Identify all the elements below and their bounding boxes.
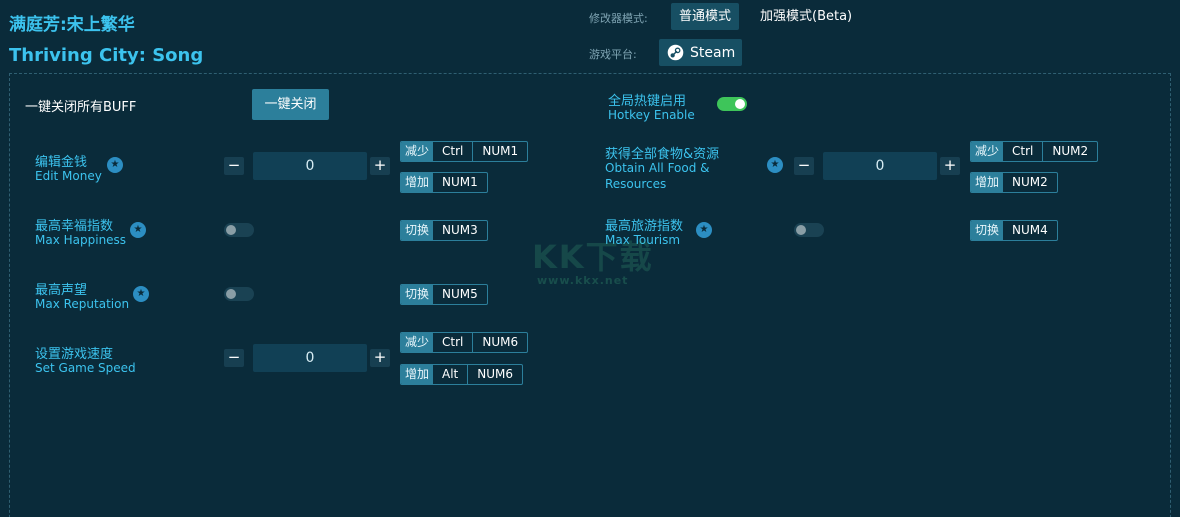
star-icon: ★ (767, 157, 783, 173)
watermark-logo: KK下载 (532, 238, 654, 276)
money-decrease-button[interactable]: − (224, 157, 244, 175)
game-speed-label-cn: 设置游戏速度 (35, 347, 114, 362)
hotkey-key: Alt (442, 367, 459, 381)
food-label-cn: 获得全部食物&资源 (605, 147, 720, 162)
enhanced-mode-button[interactable]: 加强模式(Beta) (760, 9, 853, 24)
hotkey-key: NUM1 (472, 142, 527, 161)
speed-decrease-hotkey[interactable]: 减少 Ctrl NUM6 (400, 332, 529, 353)
hotkey-key: Ctrl (442, 144, 464, 158)
disable-all-label: 一键关闭所有BUFF (25, 100, 137, 115)
speed-decrease-button[interactable]: − (224, 349, 244, 367)
max-happiness-toggle[interactable] (224, 223, 254, 237)
star-icon: ★ (107, 157, 123, 173)
speed-increase-button[interactable]: + (370, 349, 390, 367)
toggle-knob (735, 99, 745, 109)
food-label-en-1: Obtain All Food & (605, 161, 710, 175)
edit-money-label-en: Edit Money (35, 169, 102, 183)
normal-mode-button[interactable]: 普通模式 (671, 3, 740, 30)
hotkey-enable-toggle[interactable] (717, 97, 747, 111)
max-reputation-hotkey[interactable]: 切换 NUM5 (400, 284, 488, 305)
hotkey-tag: 切换 (401, 221, 434, 240)
max-happiness-label-en: Max Happiness (35, 233, 127, 247)
steam-platform-button[interactable]: Steam (659, 39, 742, 66)
game-speed-label-en: Set Game Speed (35, 361, 136, 375)
star-icon: ★ (130, 222, 146, 238)
cheat-panel (9, 73, 1171, 517)
max-tourism-label-en: Max Tourism (605, 233, 681, 247)
hotkey-tag: 减少 (971, 142, 1004, 161)
food-label-en-2: Resources (605, 177, 667, 191)
hotkey-key: NUM3 (442, 223, 478, 237)
max-reputation-label-en: Max Reputation (35, 297, 130, 311)
max-happiness-label-cn: 最高幸福指数 (35, 219, 114, 234)
food-decrease-hotkey[interactable]: 减少 Ctrl NUM2 (970, 141, 1099, 162)
hotkey-key: Ctrl (442, 335, 464, 349)
app-title-cn: 满庭芳:宋上繁华 (9, 15, 135, 35)
toggle-knob (226, 225, 236, 235)
hotkey-tag: 切换 (401, 285, 434, 304)
money-decrease-hotkey[interactable]: 减少 Ctrl NUM1 (400, 141, 529, 162)
hotkey-tag: 切换 (971, 221, 1004, 240)
max-reputation-label-cn: 最高声望 (35, 283, 88, 298)
food-increase-button[interactable]: + (940, 157, 960, 175)
hotkey-key: Ctrl (1012, 144, 1034, 158)
platform-label: 游戏平台: (589, 48, 637, 61)
mode-label: 修改器模式: (589, 12, 648, 25)
hotkey-tag: 增加 (971, 173, 1004, 192)
toggle-knob (796, 225, 806, 235)
max-reputation-toggle[interactable] (224, 287, 254, 301)
hotkey-key: NUM2 (1012, 175, 1048, 189)
hotkey-key: NUM6 (472, 333, 527, 352)
toggle-knob (226, 289, 236, 299)
steam-icon (667, 44, 684, 61)
hotkey-key: NUM6 (467, 365, 522, 384)
max-tourism-toggle[interactable] (794, 223, 824, 237)
star-icon: ★ (696, 222, 712, 238)
food-increase-hotkey[interactable]: 增加 NUM2 (970, 172, 1058, 193)
food-decrease-button[interactable]: − (794, 157, 814, 175)
watermark-url: www.kkx.net (537, 274, 629, 287)
edit-money-label-cn: 编辑金钱 (35, 155, 88, 170)
hotkey-tag: 减少 (401, 142, 434, 161)
hotkey-tag: 减少 (401, 333, 434, 352)
money-increase-button[interactable]: + (370, 157, 390, 175)
app-title-en: Thriving City: Song (9, 45, 204, 66)
speed-increase-hotkey[interactable]: 增加 Alt NUM6 (400, 364, 524, 385)
steam-label: Steam (690, 44, 736, 61)
hotkey-key: NUM1 (442, 175, 478, 189)
max-happiness-hotkey[interactable]: 切换 NUM3 (400, 220, 488, 241)
money-value-input[interactable]: 0 (253, 152, 367, 180)
hotkey-key: NUM5 (442, 287, 478, 301)
food-value-input[interactable]: 0 (823, 152, 937, 180)
hotkey-tag: 增加 (401, 365, 434, 384)
hotkey-key: NUM4 (1012, 223, 1048, 237)
max-tourism-label-cn: 最高旅游指数 (605, 219, 684, 234)
money-increase-hotkey[interactable]: 增加 NUM1 (400, 172, 488, 193)
hotkey-key: NUM2 (1042, 142, 1097, 161)
hotkey-enable-label-en: Hotkey Enable (608, 108, 695, 122)
speed-value-input[interactable]: 0 (253, 344, 367, 372)
max-tourism-hotkey[interactable]: 切换 NUM4 (970, 220, 1058, 241)
hotkey-enable-label-cn: 全局热键启用 (608, 94, 687, 109)
hotkey-tag: 增加 (401, 173, 434, 192)
star-icon: ★ (133, 286, 149, 302)
disable-all-button[interactable]: 一键关闭 (252, 89, 329, 120)
